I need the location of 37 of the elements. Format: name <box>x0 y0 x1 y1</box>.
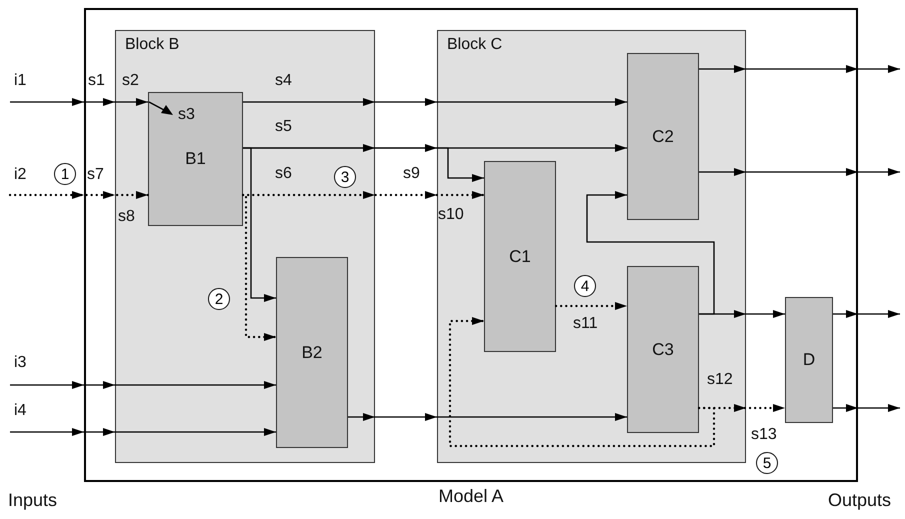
block-label: C3 <box>651 340 675 360</box>
function-block <box>785 297 833 423</box>
signal-label: i2 <box>14 166 26 184</box>
signal-label: s12 <box>707 371 733 389</box>
section-label: Inputs <box>8 490 58 511</box>
signal-label: i1 <box>14 72 26 90</box>
function-block <box>627 266 699 433</box>
signal-label: s13 <box>751 426 777 444</box>
signal-label: s11 <box>573 315 598 333</box>
signal-label: s10 <box>438 206 464 224</box>
block-label: B1 <box>184 149 207 169</box>
function-block <box>276 257 348 448</box>
signal-label: s3 <box>178 106 195 124</box>
signal-label: s2 <box>122 72 139 90</box>
block-title: Block C <box>447 36 502 54</box>
section-label: Outputs <box>828 490 892 511</box>
signal-label: s4 <box>275 72 292 90</box>
callout-number: 5 <box>756 452 778 474</box>
signal-label: s9 <box>403 165 420 183</box>
signal-label: s1 <box>88 72 105 90</box>
block-label: B2 <box>300 342 324 362</box>
subsystem-block <box>115 30 375 463</box>
signal-label: s8 <box>118 208 135 226</box>
signal-label: s6 <box>275 165 292 183</box>
block-label: C1 <box>508 246 532 266</box>
function-block <box>627 53 699 220</box>
signal-label: i4 <box>14 402 26 420</box>
callout-number: 1 <box>54 163 76 185</box>
signal-label: s5 <box>275 118 292 136</box>
signal-label: s7 <box>87 166 104 184</box>
block-title: Block B <box>125 36 180 54</box>
subsystem-block <box>437 30 746 463</box>
block-label: C2 <box>651 126 675 146</box>
function-block <box>484 161 556 352</box>
signal-label: i3 <box>14 354 26 372</box>
function-block <box>148 92 243 226</box>
block-label: D <box>802 350 816 370</box>
